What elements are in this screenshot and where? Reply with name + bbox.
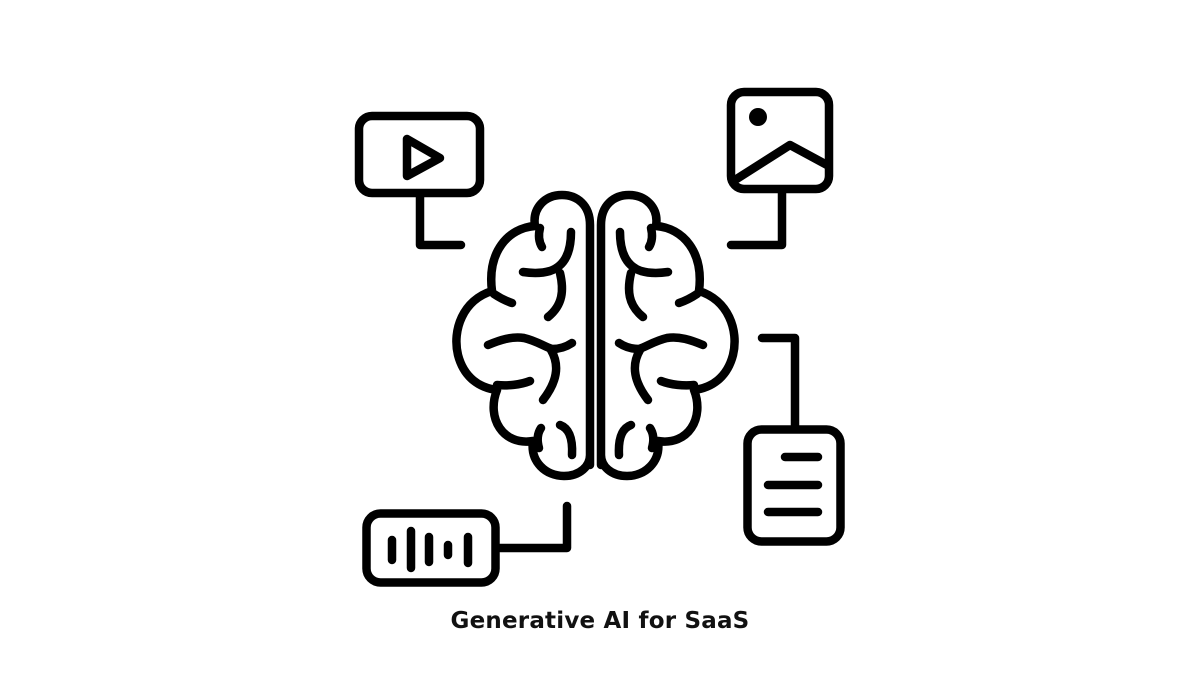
audio-waveform-icon [362,509,500,587]
image-icon [726,87,834,194]
brain-right-hemisphere [596,190,739,481]
document-connector [757,333,800,431]
brain-icon [452,190,739,481]
video-play-icon [354,111,485,198]
audio-connector [495,501,572,553]
video-connector [415,192,466,250]
caption: Generative AI for SaaS [450,608,750,634]
document-icon [743,425,845,546]
image-connector [726,188,787,250]
brain-left-hemisphere [452,190,595,481]
